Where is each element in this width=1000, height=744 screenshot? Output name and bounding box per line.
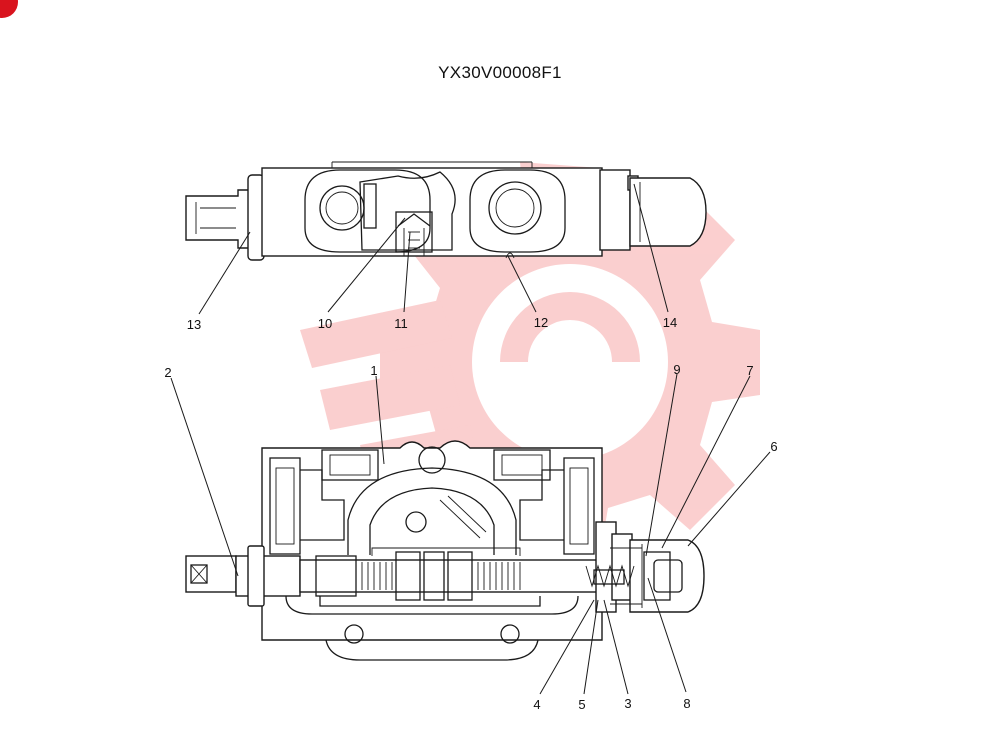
callout-12: 12 (534, 315, 548, 330)
callout-3: 3 (624, 696, 631, 711)
callout-14: 14 (663, 315, 677, 330)
section-view (185, 440, 705, 661)
callout-1: 1 (370, 363, 377, 378)
callout-13: 13 (187, 317, 201, 332)
callout-5: 5 (578, 697, 585, 712)
callout-7: 7 (746, 363, 753, 378)
callout-labels: 13 10 11 12 14 2 1 9 7 6 4 5 3 8 (164, 315, 777, 712)
callout-10: 10 (318, 316, 332, 331)
callout-6: 6 (770, 439, 777, 454)
drawing-code: YX30V00008F1 (438, 63, 562, 82)
top-view (185, 161, 707, 261)
callout-4: 4 (533, 697, 540, 712)
leader-lines (170, 183, 771, 695)
corner-badge (0, 0, 18, 18)
callout-2: 2 (164, 365, 171, 380)
callout-9: 9 (673, 362, 680, 377)
callout-11: 11 (394, 316, 408, 331)
callout-8: 8 (683, 696, 690, 711)
